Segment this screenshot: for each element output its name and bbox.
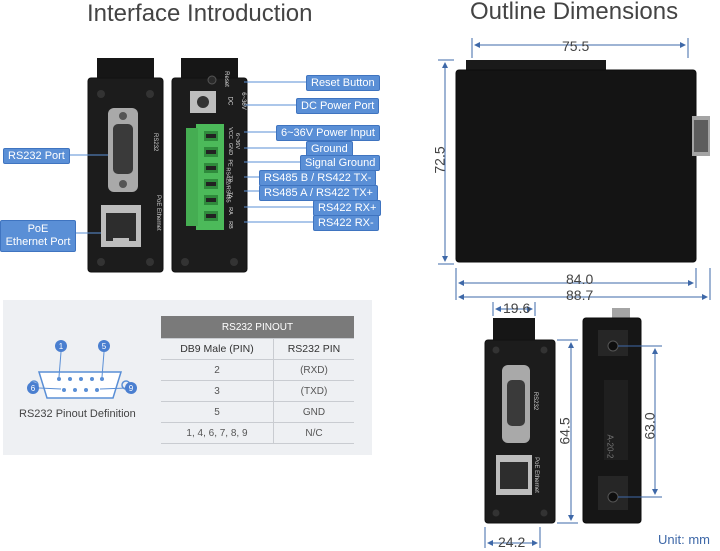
side-model-print: A-20-2 xyxy=(605,434,615,459)
cell-pin: 5 xyxy=(161,401,274,423)
dim-base-width: 24.2 xyxy=(498,534,526,550)
table-row: 3 (TXD) xyxy=(161,380,354,402)
callout-rs485-b: RS485 B / RS422 TX- xyxy=(259,170,377,186)
table-row: 1, 4, 6, 7, 8, 9 N/C xyxy=(161,422,354,444)
pin-6-label: 6 xyxy=(31,384,36,393)
callout-reset-button: Reset Button xyxy=(306,75,380,91)
small-view-dim-lines xyxy=(484,302,662,548)
table-row: 5 GND xyxy=(161,401,354,423)
callout-poe-ethernet-port: PoE Ethernet Port xyxy=(0,220,76,252)
pinout-panel: 1 5 6 9 RS232 Pinout Definition RS232 PI… xyxy=(3,300,372,455)
dim-front-width: 19.6 xyxy=(503,300,531,316)
table-header-row: DB9 Male (PIN) RS232 PIN xyxy=(161,338,354,360)
top-view-dim-lines xyxy=(438,38,711,300)
pinout-table-title: RS232 PINOUT xyxy=(161,316,354,339)
dimensions-heading: Outline Dimensions xyxy=(470,0,679,25)
pinout-caption: RS232 Pinout Definition xyxy=(19,408,136,420)
front-poe-print: PoE Ethernet xyxy=(532,457,539,493)
front-view-drawing xyxy=(484,318,556,524)
leader-lines xyxy=(66,81,314,234)
col-db9: DB9 Male (PIN) xyxy=(161,338,274,360)
dim-bottom-88: 88.7 xyxy=(566,287,594,303)
pin-1-label: 1 xyxy=(59,342,64,351)
dim-bottom-84: 84.0 xyxy=(566,271,594,287)
pin-9-label: 9 xyxy=(129,384,134,393)
dim-top-width: 75.5 xyxy=(562,38,590,54)
front-rs232-print: RS232 xyxy=(532,391,539,411)
col-rs232: RS232 PIN xyxy=(273,338,354,360)
cell-signal: (RXD) xyxy=(273,359,354,381)
callout-poe-line2: Ethernet Port xyxy=(5,236,71,248)
front-device-image xyxy=(87,58,164,273)
cell-pin: 3 xyxy=(161,380,274,402)
callout-rs422-rx-minus: RS422 RX- xyxy=(313,215,379,231)
callout-power-input: 6~36V Power Input xyxy=(276,125,380,141)
callout-poe-line1: PoE xyxy=(27,223,49,235)
interface-heading: Interface Introduction xyxy=(87,0,313,27)
cell-signal: N/C xyxy=(273,422,354,444)
cell-signal: (TXD) xyxy=(273,380,354,402)
back-device-image xyxy=(171,58,248,273)
db9-connector-diagram: 1 5 6 9 xyxy=(27,340,137,399)
pinout-table: RS232 PINOUT DB9 Male (PIN) RS232 PIN 2 … xyxy=(161,316,354,444)
dim-height-left: 72.5 xyxy=(431,146,448,174)
dim-back-height: 63.0 xyxy=(641,412,658,440)
pin-5-label: 5 xyxy=(102,342,107,351)
cell-pin: 1, 4, 6, 7, 8, 9 xyxy=(161,422,274,444)
back-view-drawing xyxy=(582,308,642,524)
unit-label: Unit: mm xyxy=(658,532,710,547)
top-view-drawing xyxy=(455,60,710,263)
callout-rs232-port: RS232 Port xyxy=(3,148,70,164)
dim-front-height: 64.5 xyxy=(556,417,573,445)
callout-dc-power-port: DC Power Port xyxy=(296,98,380,114)
cell-signal: GND xyxy=(273,401,354,423)
table-row: 2 (RXD) xyxy=(161,359,354,381)
cell-pin: 2 xyxy=(161,359,274,381)
